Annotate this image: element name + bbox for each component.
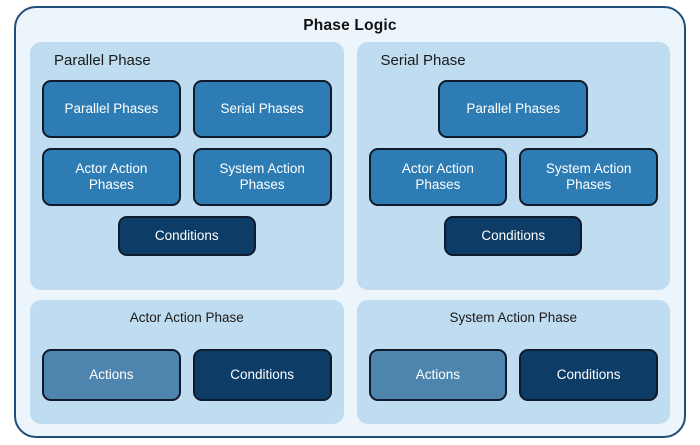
node-actor-action-phases[interactable]: Actor Action Phases (368, 148, 508, 206)
node-row: Parallel Phases Serial Phases (42, 80, 332, 138)
panel-body-actor-action-phase: Actions Conditions (42, 337, 332, 412)
node-serial-phases[interactable]: Serial Phases (192, 80, 332, 138)
panel-title-parallel-phase: Parallel Phase (54, 52, 151, 69)
panel-body-serial-phase: Parallel Phases Actor Action Phases Syst… (368, 80, 659, 278)
node-row: Actor Action Phases System Action Phases (42, 148, 332, 206)
node-conditions[interactable]: Conditions (444, 216, 583, 256)
node-conditions[interactable]: Conditions (117, 216, 256, 256)
node-conditions[interactable]: Conditions (519, 348, 658, 401)
panel-serial-phase: Serial Phase Parallel Phases Actor Actio… (356, 42, 670, 290)
panel-system-action-phase: System Action Phase Actions Conditions (356, 300, 670, 424)
node-row: Conditions (369, 216, 659, 256)
node-row: Conditions (42, 216, 332, 256)
node-actions[interactable]: Actions (42, 348, 181, 401)
panel-body-parallel-phase: Parallel Phases Serial Phases Actor Acti… (42, 80, 332, 278)
node-actor-action-phases[interactable]: Actor Action Phases (42, 148, 181, 206)
panel-title-serial-phase: Serial Phase (380, 52, 466, 69)
phase-logic-container: Phase Logic Parallel Phase Parallel Phas… (14, 6, 686, 438)
panel-grid: Parallel Phase Parallel Phases Serial Ph… (16, 42, 684, 436)
node-parallel-phases[interactable]: Parallel Phases (438, 80, 589, 138)
panel-parallel-phase: Parallel Phase Parallel Phases Serial Ph… (30, 42, 344, 290)
node-row: Actions Conditions (42, 348, 332, 401)
node-conditions[interactable]: Conditions (192, 348, 332, 401)
node-row: Parallel Phases (369, 80, 659, 138)
node-row: Actor Action Phases System Action Phases (368, 148, 658, 206)
page-title: Phase Logic (303, 17, 397, 34)
panel-actor-action-phase: Actor Action Phase Actions Conditions (30, 300, 344, 424)
node-system-action-phases[interactable]: System Action Phases (519, 148, 658, 206)
panel-body-system-action-phase: Actions Conditions (368, 337, 658, 412)
node-parallel-phases[interactable]: Parallel Phases (42, 80, 181, 138)
panel-title-actor-action-phase: Actor Action Phase (129, 310, 244, 325)
node-system-action-phases[interactable]: System Action Phases (192, 148, 332, 206)
node-row: Actions Conditions (368, 348, 658, 401)
node-actions[interactable]: Actions (368, 348, 508, 401)
panel-title-system-action-phase: System Action Phase (449, 310, 578, 325)
